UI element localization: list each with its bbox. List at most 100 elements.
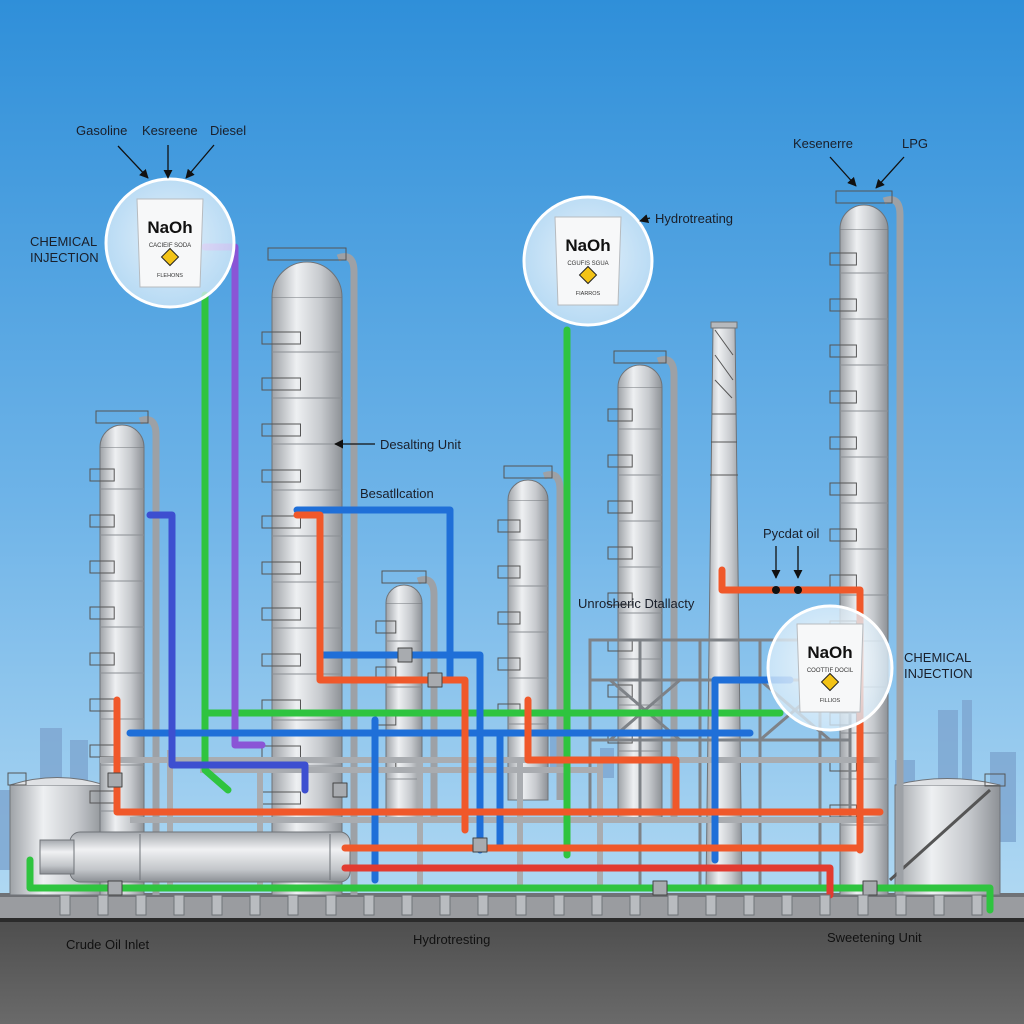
label-desalting-unit: Desalting Unit xyxy=(380,437,461,452)
crude-inlet-pipe xyxy=(26,856,994,914)
label-arrows xyxy=(117,144,905,579)
support-leg xyxy=(591,894,603,916)
platform-railing xyxy=(829,390,857,404)
tower-dome xyxy=(271,261,343,298)
ground xyxy=(0,920,1024,1024)
platform-railing xyxy=(829,436,857,450)
top-platform xyxy=(613,350,667,364)
support-leg xyxy=(743,894,755,916)
support-leg xyxy=(629,894,641,916)
label-chemical-injection-right: CHEMICAL INJECTION xyxy=(904,650,973,682)
support-leg xyxy=(895,894,907,916)
bag-subtitle: CACIEIF SODA xyxy=(149,243,191,249)
platform-railing xyxy=(829,298,857,312)
platform-railing xyxy=(497,657,521,671)
arrow-kesenerre xyxy=(829,156,857,187)
valve-icon xyxy=(652,880,668,896)
bag-formula: NaOh xyxy=(807,643,852,662)
support-leg xyxy=(477,894,489,916)
arrow-lpg xyxy=(875,156,905,189)
bag-formula: NaOh xyxy=(565,236,610,255)
label-kesenerre: Kesenerre xyxy=(793,136,853,151)
platform-railing xyxy=(829,344,857,358)
valve-icon xyxy=(427,672,443,688)
platform-railing xyxy=(89,560,115,574)
horizontal-drum xyxy=(39,831,351,883)
platform-railing xyxy=(89,652,115,666)
platform-railing xyxy=(261,515,301,529)
naoh-bag-icon xyxy=(796,623,864,713)
orange-mid xyxy=(524,696,680,816)
support-leg xyxy=(325,894,337,916)
support-leg xyxy=(59,894,71,916)
label-sweetening-unit: Sweetening Unit xyxy=(827,930,922,945)
naoh-bag-icon xyxy=(554,216,622,306)
top-platform xyxy=(381,570,427,584)
tower-dome xyxy=(839,204,889,230)
bag-subtitle: CGUFIS SGUA xyxy=(567,261,608,267)
platform-railing xyxy=(829,482,857,496)
hazard-diamond-icon xyxy=(160,247,180,267)
label-desallication: Besatllcation xyxy=(360,486,434,501)
support-leg xyxy=(211,894,223,916)
valve-icon xyxy=(862,880,878,896)
tower-dome xyxy=(385,584,423,604)
support-leg xyxy=(439,894,451,916)
platform-railing xyxy=(829,528,857,542)
hazard-diamond-icon xyxy=(820,672,840,692)
storage-tank-right xyxy=(888,773,1006,896)
support-leg xyxy=(781,894,793,916)
platform-railing xyxy=(261,561,301,575)
top-platform xyxy=(503,465,553,479)
riser-pipe xyxy=(882,196,904,895)
valve-icon xyxy=(472,837,488,853)
platform-railing xyxy=(261,331,301,345)
top-platform xyxy=(95,410,149,424)
valve-icon xyxy=(107,880,123,896)
label-hydrotreating-top: Hydrotreating xyxy=(655,211,734,226)
label-chemical-right: CHEMICAL xyxy=(904,650,972,665)
blue-line-2 xyxy=(316,651,484,854)
support-leg xyxy=(819,894,831,916)
support-leg xyxy=(97,894,109,916)
valve-icon xyxy=(107,772,123,788)
label-kerosene: Kesreene xyxy=(142,123,198,138)
label-injection-left: INJECTION xyxy=(30,250,99,265)
platform-railing xyxy=(89,468,115,482)
indigo-line xyxy=(146,511,309,794)
label-chemical-left: CHEMICAL xyxy=(30,234,98,249)
label-lpg: LPG xyxy=(902,136,929,151)
arrow-hydrotreating xyxy=(639,214,651,224)
red-low-line xyxy=(341,864,834,899)
support-leg xyxy=(249,894,261,916)
platform-railing xyxy=(607,684,633,698)
support-leg xyxy=(553,894,565,916)
arrow-gasoline xyxy=(117,145,149,179)
platform-railing xyxy=(607,454,633,468)
valve-icon xyxy=(397,647,413,663)
support-leg xyxy=(401,894,413,916)
bag-subtitle: COOTTIF DOCIL xyxy=(807,668,854,674)
platform-railing xyxy=(497,519,521,533)
label-gasoline: Gasoline xyxy=(76,123,128,138)
riser-pipe xyxy=(542,471,564,800)
support-leg xyxy=(667,894,679,916)
riser-pipe xyxy=(416,576,438,820)
tower-dome xyxy=(507,479,549,501)
label-diesel: Diesel xyxy=(210,123,247,138)
tower-dome xyxy=(99,424,145,448)
riser-pipe xyxy=(656,356,678,820)
caustic-line-left xyxy=(201,291,232,794)
platform-railing xyxy=(829,252,857,266)
platform-railing xyxy=(607,546,633,560)
bag-footer: FLEHONS xyxy=(157,273,183,279)
platform-railing xyxy=(497,611,521,625)
support-leg xyxy=(705,894,717,916)
support-leg xyxy=(135,894,147,916)
platform-railing xyxy=(375,620,397,634)
support-leg xyxy=(363,894,375,916)
label-chemical-injection-left: CHEMICAL INJECTION xyxy=(30,234,99,266)
